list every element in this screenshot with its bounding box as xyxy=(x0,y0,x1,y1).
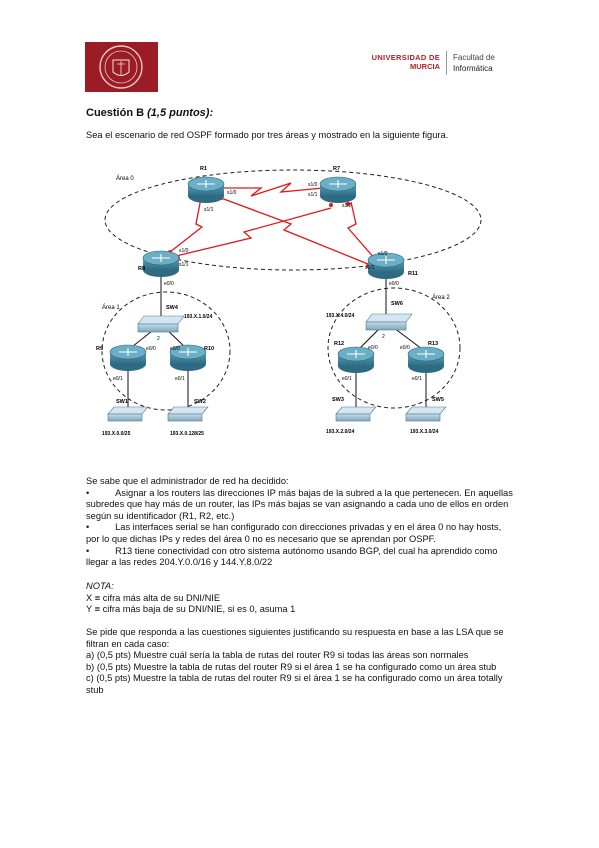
net-sw2: 193.X.0.128/25 xyxy=(170,431,204,437)
iface-r12-e00: e0/0 xyxy=(368,345,378,351)
question-c: c) (0,5 pts) Muestre la tabla de rutas d… xyxy=(86,673,503,695)
label-sw2: SW2 xyxy=(194,399,206,405)
label-r13: R13 xyxy=(428,341,438,347)
area1-boundary xyxy=(101,291,231,411)
label-sw5: SW5 xyxy=(432,397,444,403)
assumptions-intro: Se sabe que el administrador de red ha d… xyxy=(86,476,289,486)
header-divider xyxy=(446,51,447,75)
router-r1-icon xyxy=(187,176,225,203)
net-sw3: 193.X.2.0/24 xyxy=(326,429,355,435)
iface-r8-s11: s1/1 xyxy=(179,262,189,268)
assumption-3: • R13 tiene conectividad con otro sistem… xyxy=(86,546,516,569)
net-sw1: 193.X.0.0/25 xyxy=(102,431,131,437)
area0-label: Área 0 xyxy=(116,175,134,182)
note-x: X ≡ cifra más alta de su DNI/NIE xyxy=(86,592,221,603)
university-name: UNIVERSIDAD DE MURCIA xyxy=(370,53,440,71)
question-a: a) (0,5 pts) Muestre cuál sería la tabla… xyxy=(86,650,469,661)
iface-r7-s10: s1/0 xyxy=(308,182,318,188)
area0-boundary xyxy=(104,169,482,271)
iface-r9-e00: e0/0 xyxy=(146,346,156,352)
router-r13-icon xyxy=(407,346,445,373)
university-line2: MURCIA xyxy=(410,62,440,71)
area1-label: Área 1 xyxy=(102,304,120,311)
switch-sw5-icon xyxy=(405,406,447,422)
label-r10: R10 xyxy=(204,346,214,352)
router-r11-icon xyxy=(367,252,405,279)
question-title-points: (1,5 puntos): xyxy=(147,107,214,119)
label-r9: R9 xyxy=(96,346,103,352)
assumption-2: • Las interfaces serial se han configura… xyxy=(86,522,516,545)
switch-sw2-icon xyxy=(167,406,209,422)
bullet-2: • xyxy=(86,522,90,533)
question-title: Cuestión B (1,5 puntos): xyxy=(86,107,213,119)
label-r1: R1 xyxy=(200,166,207,172)
area2-boundary xyxy=(327,287,461,409)
faculty-line1: Facultad de xyxy=(453,53,495,62)
intro-text: Sea el escenario de red OSPF formado por… xyxy=(86,130,449,140)
label-r11: R11 xyxy=(408,271,418,277)
iface-r13-e01: e0/1 xyxy=(412,376,422,382)
faculty-name: Facultad de Informática xyxy=(453,52,495,74)
switch-sw6-icon xyxy=(365,313,413,331)
link-r8-r7 xyxy=(175,207,332,257)
router-r8-icon xyxy=(142,250,180,277)
assumption-3-text: R13 tiene conectividad con otro sistema … xyxy=(86,545,498,568)
iface-r12-e01: e0/1 xyxy=(342,376,352,382)
link-r1-r7 xyxy=(219,182,324,197)
bullet-3: • xyxy=(86,545,90,556)
label-sw3: SW3 xyxy=(332,397,344,403)
network-diagram: Área 0 Área 1 Área 2 R1 R7 R8 xyxy=(86,152,486,447)
assumption-1: • Asignar a los routers las direcciones … xyxy=(86,488,516,523)
note-block: NOTA: X ≡ cifra más alta de su DNI/NIE Y… xyxy=(86,581,295,616)
iface-r1-s10: s1/0 xyxy=(227,190,237,196)
area2-label: Área 2 xyxy=(432,294,450,301)
router-r9-icon xyxy=(109,344,147,371)
label-sw6: SW6 xyxy=(391,301,403,307)
note-heading: NOTA: xyxy=(86,581,114,591)
link-r1-r8 xyxy=(169,197,204,253)
label-r12: R12 xyxy=(334,341,344,347)
net-sw4: 193.X.1.0/24 xyxy=(184,314,213,320)
iface-r11-s10: s1/0 xyxy=(378,251,388,257)
net-sw5: 193.X.3.0/24 xyxy=(410,429,439,435)
iface-r7-s11: s1/1 xyxy=(308,192,318,198)
iface-r10-e01: e0/1 xyxy=(175,376,185,382)
link-r1-r11 xyxy=(220,197,369,265)
iface-r8-s10: s1/0 xyxy=(179,248,189,254)
router-r7-icon xyxy=(319,176,357,203)
bullet-1: • xyxy=(86,487,90,498)
note-y: Y ≡ cifra más baja de su DNI/NIE, si es … xyxy=(86,604,296,615)
assumptions-text: Se sabe que el administrador de red ha d… xyxy=(86,476,516,569)
iface-r7-s12: s1/2 xyxy=(342,203,352,209)
net-sw6: 193.X.4.0/24 xyxy=(326,313,355,319)
questions-block: Se pide que responda a las cuestiones si… xyxy=(86,627,516,697)
question-b: b) (0,5 pts) Muestre la tabla de rutas d… xyxy=(86,661,497,672)
iface-r9-e01: e0/1 xyxy=(113,376,123,382)
label-r7: R7 xyxy=(333,166,340,172)
router-r12-icon xyxy=(337,346,375,373)
assumption-1-text: Asignar a los routers las direcciones IP… xyxy=(86,487,513,521)
iface-r13-e00: e0/0 xyxy=(400,345,410,351)
label-sw1: SW1 xyxy=(116,399,128,405)
router-r10-icon xyxy=(169,344,207,371)
iface-r10-e00: e0/0 xyxy=(170,346,180,352)
faculty-line2: Informática xyxy=(453,64,493,73)
assumption-2-text: Las interfaces serial se han configurado… xyxy=(86,522,502,544)
university-line1: UNIVERSIDAD DE xyxy=(371,53,440,62)
question-title-main: Cuestión B xyxy=(86,107,145,119)
iface-sw4-num: 2 xyxy=(157,336,160,342)
iface-r1-s11: s1/1 xyxy=(204,207,214,213)
questions-intro: Se pide que responda a las cuestiones si… xyxy=(86,627,504,649)
iface-r8-e00: e0/0 xyxy=(164,281,174,287)
label-r8: R8 xyxy=(138,266,145,272)
switch-sw1-icon xyxy=(107,406,149,422)
iface-r11-s11: s1/1 xyxy=(365,265,375,271)
iface-sw6-num: 2 xyxy=(382,334,385,340)
link-r7-r11 xyxy=(346,201,377,261)
iface-r11-e00: e0/0 xyxy=(389,281,399,287)
university-seal-logo xyxy=(85,42,158,92)
label-sw4: SW4 xyxy=(166,305,179,311)
switch-sw4-icon xyxy=(137,315,185,333)
switch-sw3-icon xyxy=(335,406,377,422)
